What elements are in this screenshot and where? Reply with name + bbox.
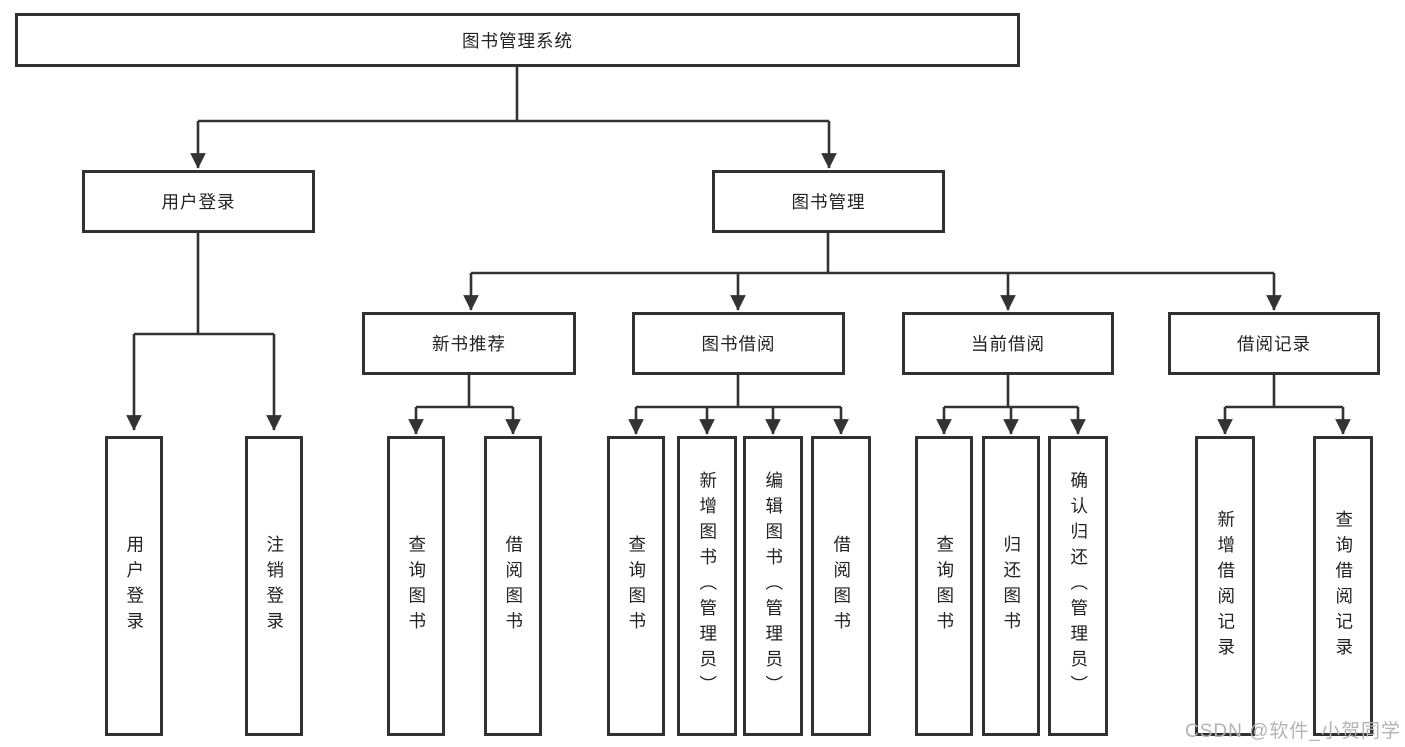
leaf-query-books-recommend: 查询图书 [387,436,445,736]
node-book-management-system: 图书管理系统 [15,13,1020,67]
node-current-borrowing: 当前借阅 [902,312,1114,375]
leaf-label: 新增借阅记录 [1215,509,1236,663]
node-label: 借阅记录 [1237,334,1311,354]
node-label: 用户登录 [161,192,236,212]
leaf-label: 查询图书 [626,535,647,637]
leaf-label: 确认归还（管理员） [1068,471,1089,701]
leaf-logout: 注销登录 [245,436,303,736]
node-book-borrowing: 图书借阅 [632,312,845,375]
node-new-book-recommend: 新书推荐 [362,312,576,375]
leaf-label: 查询图书 [934,535,955,637]
leaf-edit-book-admin: 编辑图书（管理员） [743,436,803,736]
leaf-label: 用户登录 [124,535,145,637]
leaf-add-borrow-record: 新增借阅记录 [1195,436,1255,736]
node-label: 当前借阅 [971,334,1045,354]
node-label: 图书管理 [791,192,866,212]
node-user-login: 用户登录 [82,170,315,233]
leaf-label: 归还图书 [1001,535,1022,637]
leaf-user-login: 用户登录 [105,436,163,736]
node-label: 新书推荐 [432,334,506,354]
leaf-label: 借阅图书 [503,535,524,637]
leaf-label: 新增图书（管理员） [697,471,718,701]
node-label: 图书借阅 [701,334,776,354]
csdn-watermark: CSDN @软件_小贺同学 [1185,721,1401,742]
leaf-label: 注销登录 [264,535,285,637]
leaf-label: 借阅图书 [831,535,852,637]
leaf-query-books-current: 查询图书 [915,436,973,736]
leaf-add-book-admin: 新增图书（管理员） [677,436,737,736]
leaf-return-books: 归还图书 [982,436,1040,736]
node-book-management: 图书管理 [712,170,945,233]
leaf-borrow-books: 借阅图书 [811,436,871,736]
leaf-label: 查询图书 [406,535,427,637]
node-borrowing-records: 借阅记录 [1168,312,1380,375]
leaf-query-books-borrowing: 查询图书 [607,436,665,736]
leaf-borrow-books-recommend: 借阅图书 [484,436,542,736]
leaf-confirm-return-admin: 确认归还（管理员） [1048,436,1108,736]
leaf-query-borrow-record: 查询借阅记录 [1313,436,1373,736]
leaf-label: 查询借阅记录 [1333,509,1354,663]
node-label: 图书管理系统 [462,30,573,51]
leaf-label: 编辑图书（管理员） [763,471,784,701]
